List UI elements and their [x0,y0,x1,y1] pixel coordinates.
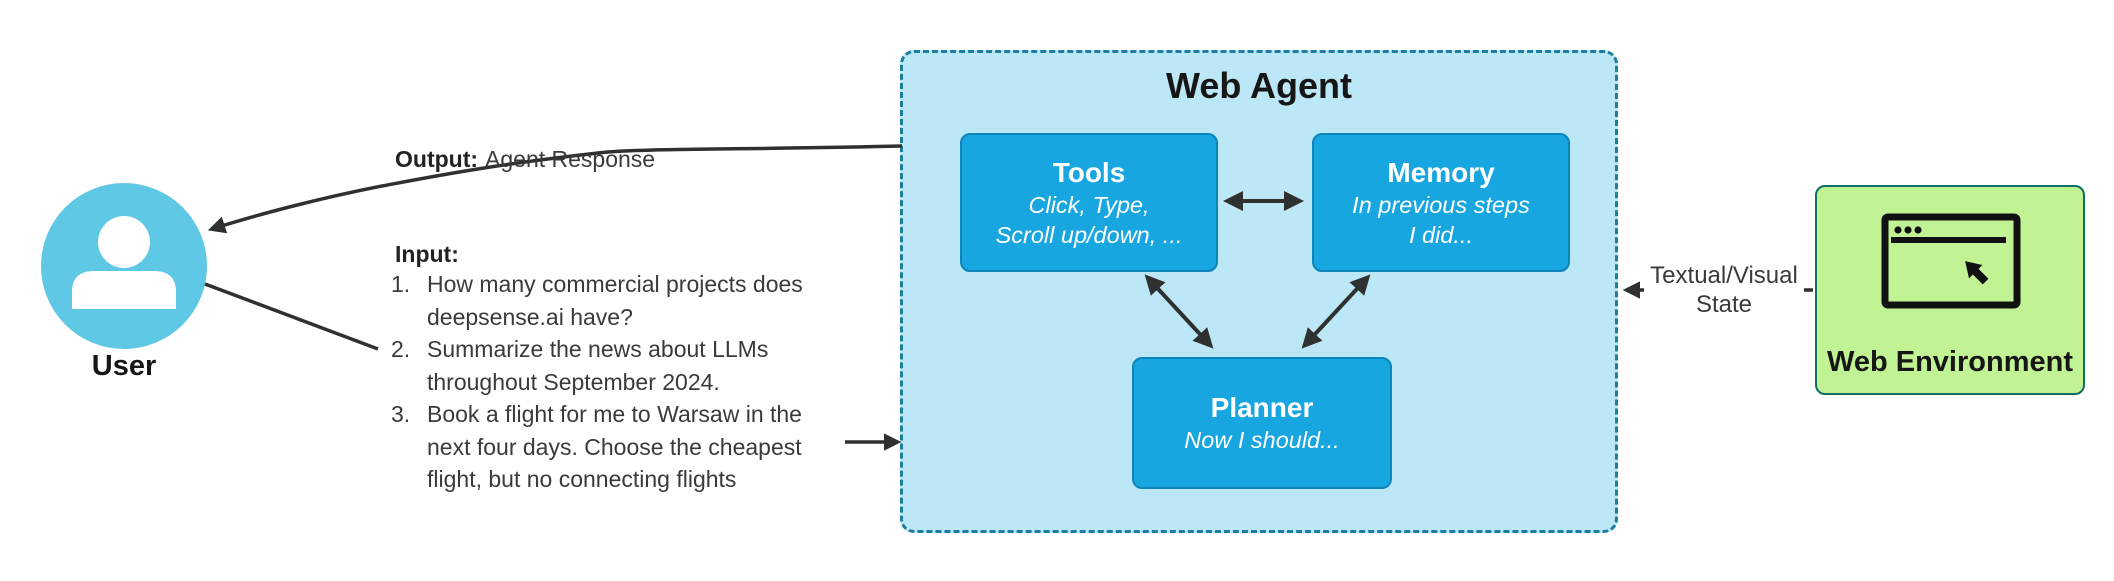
web-environment-label: Web Environment [1827,346,2073,378]
list-item-number: 1. [391,271,411,297]
memory-subtitle-line: I did... [1408,221,1473,248]
list-item-line: flight, but no connecting flights [427,466,737,492]
web-agent-title: Web Agent [1166,65,1352,106]
list-item-line: throughout September 2024. [427,368,720,395]
list-item-line: Summarize the news about LLMs [427,336,769,362]
browser-window-icon [1881,213,2021,314]
input-label: Input: [395,241,459,267]
output-label: Output: [395,146,479,172]
user-to-input-line [204,282,379,351]
list-item-line: How many commercial projects does [427,271,803,297]
planner-title: Planner [1210,392,1314,423]
output-annotation: Output:Agent Response [395,146,655,173]
tools-box: Tools Click, Type, Scroll up/down, ... [960,133,1218,272]
memory-subtitle-line: In previous steps [1352,191,1530,218]
memory-title: Memory [1387,156,1495,188]
user-node [40,182,208,355]
tools-title: Tools [1052,156,1126,188]
web-agent-container: Web Agent Tools Click, Type, Scroll up/d… [900,50,1618,533]
list-item-number: 2. [391,336,411,362]
list-item-line: deepsense.ai have? [427,303,633,330]
planner-box: Planner Now I should... [1132,357,1392,489]
state-label: Textual/Visual State [1644,259,1804,321]
web-environment-box: Web Environment [1815,185,2085,395]
list-item: 1. How many commercial projects does dee… [391,268,861,333]
list-item-line: Book a flight for me to Warsaw in the [427,401,802,427]
tools-subtitle-line: Click, Type, [1028,191,1150,218]
list-item-line: next four days. Choose the cheapest [427,433,802,460]
user-icon [40,183,208,354]
list-item: 3. Book a flight for me to Warsaw in the… [391,398,861,496]
list-item: 2. Summarize the news about LLMs through… [391,333,861,398]
state-label-line: State [1695,291,1753,318]
list-item-number: 3. [391,401,411,427]
user-label: User [91,350,157,382]
output-text: Agent Response [485,146,656,172]
tools-subtitle-line: Scroll up/down, ... [995,221,1183,248]
memory-box: Memory In previous steps I did... [1312,133,1570,272]
planner-subtitle-line: Now I should... [1184,427,1340,453]
input-task-list: 1. How many commercial projects does dee… [391,268,861,496]
state-label-line: Textual/Visual [1650,262,1798,289]
cursor-icon [1965,261,1989,285]
